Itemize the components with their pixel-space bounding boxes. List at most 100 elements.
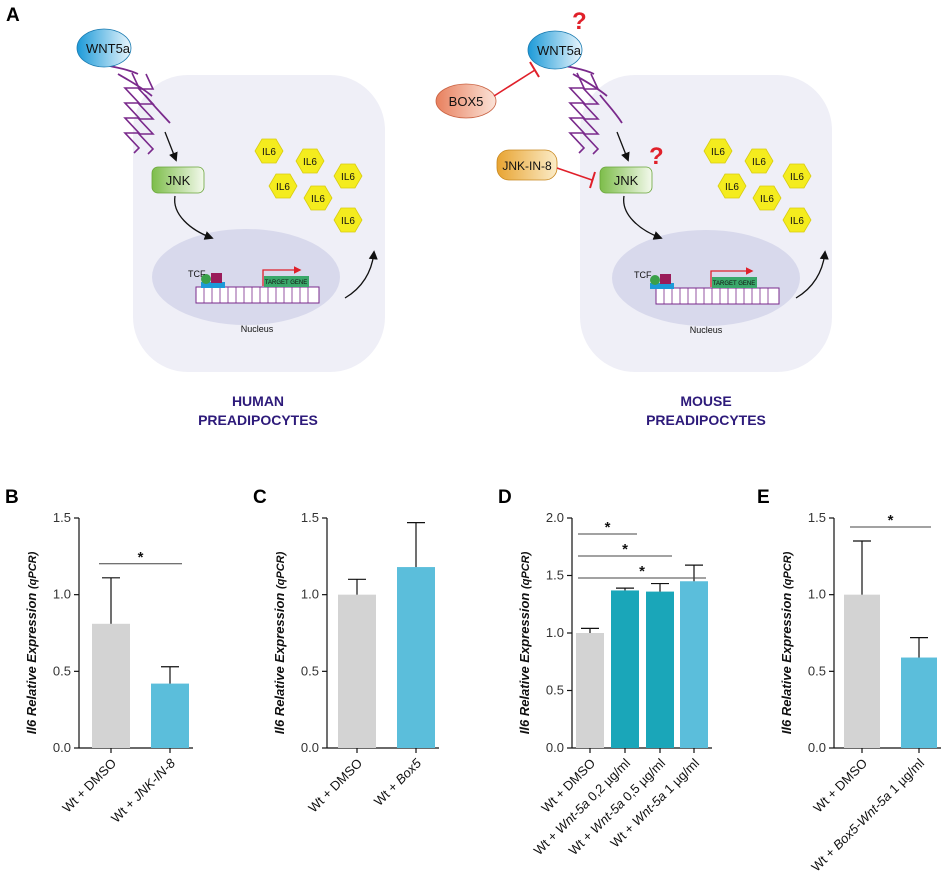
y-tick-label: 0.5 — [53, 663, 71, 678]
x-tick-label-text: Wt + DMSO — [305, 756, 365, 816]
target-gene-box — [712, 277, 757, 288]
y-axis-label-gene: Il6 — [272, 719, 287, 734]
y-tick-label: 1.5 — [301, 510, 319, 525]
il6-label: IL6 — [790, 216, 804, 227]
y-tick-label: 1.5 — [808, 510, 826, 525]
tcf-label: TCF — [634, 270, 652, 280]
nucleus-label: Nucleus — [241, 324, 274, 334]
bar — [611, 590, 639, 748]
diagram-human: WNT5a JNK TCF TARGET GENE Nucleus IL6 IL… — [76, 28, 385, 372]
diagram-mouse: WNT5a ? BOX5 JNK-IN-8 JNK ? TCF TARGET G… — [435, 8, 832, 372]
inhibit-bar-box5 — [529, 61, 540, 78]
significance-star: * — [888, 512, 894, 529]
tcf-site — [201, 282, 225, 288]
inhibit-line-box5 — [493, 69, 536, 97]
transcription-arrow — [710, 267, 754, 287]
bar — [92, 623, 130, 748]
il6-label: IL6 — [760, 194, 774, 205]
question-mark-jnk: ? — [649, 143, 664, 170]
y-tick-label: 2.0 — [546, 510, 564, 525]
x-tick-label-italic: Box5-Wnt-5a — [830, 788, 894, 852]
cofactor — [660, 274, 671, 284]
bar — [397, 567, 435, 748]
y-axis-label-gene: Il6 — [24, 719, 39, 734]
wnt5a-ligand — [527, 30, 583, 70]
caption-mouse-line2: PREADIPOCYTES — [646, 412, 766, 428]
x-tick-label: Wt + Box5 — [371, 755, 425, 809]
arrow-to-nucleus — [174, 195, 214, 240]
caption-human-line1: HUMAN — [232, 393, 284, 409]
il6-label: IL6 — [303, 157, 317, 168]
wnt5a-label: WNT5a — [86, 41, 131, 56]
question-mark-wnt5a: ? — [572, 8, 587, 35]
tcf-protein — [650, 275, 660, 285]
target-gene-label: TARGET GENE — [713, 281, 755, 287]
x-tick-label: Wt + DMSO — [810, 756, 870, 816]
il6-cluster: IL6 IL6 IL6 IL6 IL6 IL6 — [703, 138, 812, 233]
il6-label: IL6 — [341, 172, 355, 183]
tcf-protein — [201, 274, 211, 284]
secretion-arrow — [344, 250, 378, 299]
x-tick-label: Wt + JNK-IN-8 — [108, 755, 179, 826]
tcf-label: TCF — [188, 269, 206, 279]
significance-star: * — [639, 563, 645, 580]
y-tick-label: 0.0 — [301, 740, 319, 755]
wnt5a-label: WNT5a — [537, 43, 582, 58]
bar — [680, 581, 708, 748]
target-gene-box — [264, 276, 309, 287]
y-axis-label-text: Relative Expression — [779, 589, 794, 720]
dna-strip — [195, 286, 320, 304]
x-tick-label-text: 1 µg/ml — [884, 755, 928, 799]
jnk-in-8-inhibitor — [496, 149, 558, 181]
jnk-label: JNK — [166, 173, 191, 188]
y-axis-label-gene: Il6 — [779, 719, 794, 734]
y-tick-label: 0.0 — [546, 740, 564, 755]
y-axis-label-text: Relative Expression — [272, 589, 287, 720]
arrow-to-jnk — [616, 131, 630, 162]
panel-label-b: B — [5, 487, 19, 508]
box5-inhibitor — [435, 83, 497, 119]
y-axis-label-unit: (qPCR) — [782, 551, 794, 589]
y-tick-label: 1.0 — [53, 587, 71, 602]
nucleus — [152, 229, 340, 325]
significance-star: * — [138, 549, 144, 566]
y-tick-label: 1.0 — [808, 587, 826, 602]
panel-label-c: C — [253, 487, 267, 508]
arrow-to-jnk — [164, 131, 178, 162]
jnk-box — [599, 166, 653, 194]
il6-label: IL6 — [752, 157, 766, 168]
cofactor — [211, 273, 222, 283]
y-axis-label-unit: (qPCR) — [27, 551, 39, 589]
y-tick-label: 1.0 — [546, 625, 564, 640]
y-tick-label: 0.5 — [808, 663, 826, 678]
bar — [338, 594, 376, 748]
dna-strip — [655, 287, 780, 305]
y-axis-label: Il6 Relative Expression (qPCR) — [24, 551, 39, 734]
x-tick-label: Wt + DMSO — [305, 756, 365, 816]
y-tick-label: 1.5 — [546, 568, 564, 583]
transcription-arrow — [262, 266, 302, 286]
x-tick-label-italic: Box5 — [393, 755, 425, 787]
tcf-site — [650, 283, 674, 289]
y-axis-label-unit: (qPCR) — [275, 551, 287, 589]
bar — [576, 633, 604, 748]
panel-label-e: E — [757, 487, 770, 508]
inhibit-bar-jnk — [589, 171, 596, 189]
y-axis-label-text: Relative Expression — [24, 589, 39, 720]
panel-label-d: D — [498, 487, 512, 508]
bar — [901, 657, 937, 748]
y-axis-label: Il6 Relative Expression (qPCR) — [779, 551, 794, 734]
y-axis-label-text: Relative Expression — [517, 589, 532, 720]
inhibit-line-jnk — [556, 167, 593, 181]
y-tick-label: 0.0 — [808, 740, 826, 755]
secretion-arrow — [795, 250, 829, 299]
x-tick-label-text: 1 µg/ml — [659, 755, 703, 799]
bar — [844, 594, 880, 748]
y-axis-label-gene: Il6 — [517, 719, 532, 734]
significance-star: * — [605, 519, 611, 536]
bar — [151, 683, 189, 748]
y-axis-label-unit: (qPCR) — [520, 551, 532, 589]
il6-label: IL6 — [262, 147, 276, 158]
